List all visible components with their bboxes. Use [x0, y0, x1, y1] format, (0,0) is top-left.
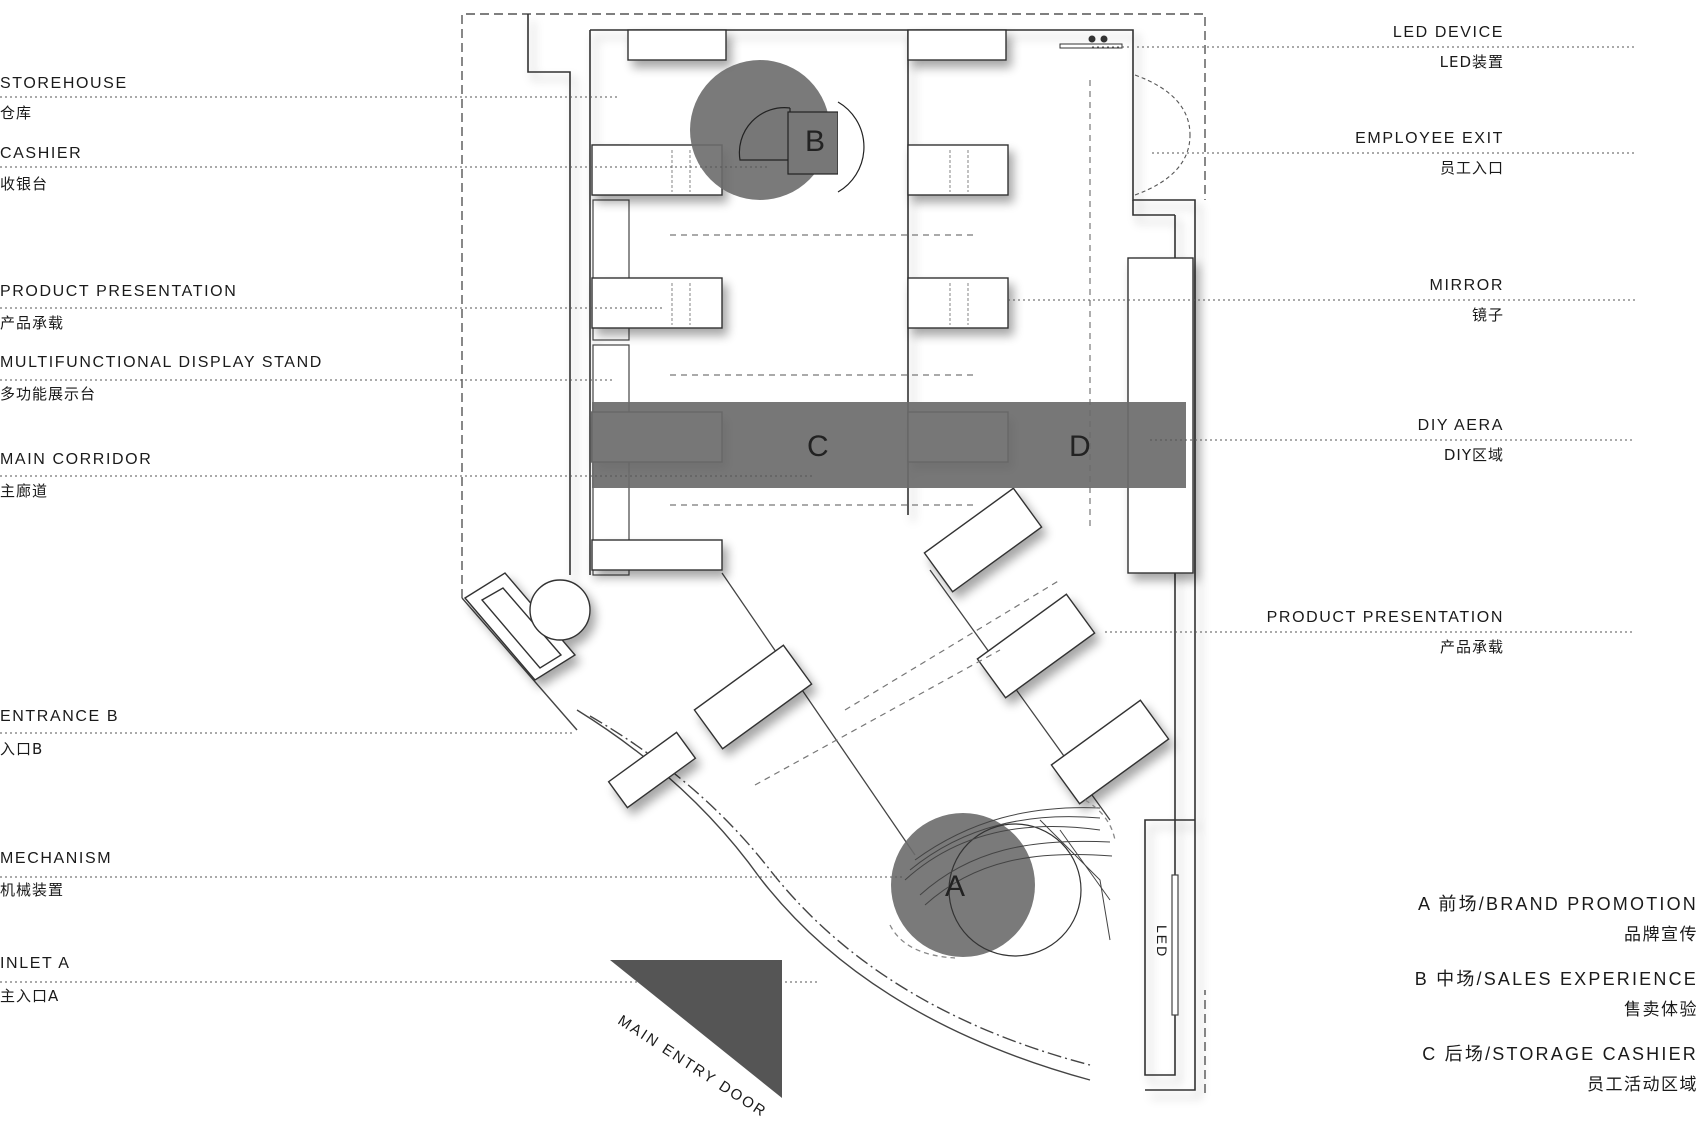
label-product-presentation: PRODUCT PRESENTATION: [0, 283, 238, 300]
zone-b: [690, 60, 865, 200]
zone-a: [891, 807, 1113, 957]
legend-a-zh: 品牌宣传: [1624, 925, 1698, 945]
label-led-device: LED DEVICE: [1392, 24, 1504, 41]
storehouse-shelves: [592, 144, 630, 576]
label-inlet-a-zh: 主入口A: [0, 987, 60, 1005]
label-storehouse: STOREHOUSE: [0, 75, 128, 92]
main-corridor-band: [592, 402, 1186, 488]
label-led-device-zh: LED装置: [1439, 53, 1504, 71]
label-main-corridor-zh: 主廊道: [0, 482, 49, 500]
label-multifunctional-display-stand: MULTIFUNCTIONAL DISPLAY STAND: [0, 354, 323, 371]
legend-c: C 后场/STORAGE CASHIER: [1422, 1044, 1698, 1064]
legend-a: A 前场/BRAND PROMOTION: [1417, 894, 1698, 914]
legend-c-zh: 员工活动区域: [1587, 1075, 1698, 1095]
zone-label-b: B: [805, 125, 826, 158]
site-boundary: [461, 13, 1206, 1093]
mechanism-sketch: [904, 807, 1113, 941]
label-multifunctional-display-stand-zh: 多功能展示台: [0, 385, 97, 403]
rotation-arrows: [889, 799, 1116, 959]
table-products: [671, 150, 969, 325]
label-storehouse-zh: 仓库: [0, 104, 33, 122]
label-diy-area: DIY AERA: [1417, 417, 1504, 434]
led-wall-label: LED: [1154, 925, 1170, 959]
zone-label-a: A: [945, 870, 966, 903]
entry-arrow: [610, 960, 782, 1098]
label-mechanism-zh: 机械装置: [0, 881, 65, 899]
legend-b-zh: 售卖体验: [1624, 1000, 1698, 1020]
label-product-presentation-right-zh: 产品承载: [1439, 638, 1504, 656]
label-diy-area-zh: DIY区域: [1443, 446, 1504, 464]
label-inlet-a: INLET A: [0, 955, 71, 972]
legend-b: B 中场/SALES EXPERIENCE: [1414, 969, 1698, 989]
walls: [527, 14, 1196, 1091]
label-employee-exit-zh: 员工入口: [1439, 159, 1504, 177]
led-wall-strip: [1171, 874, 1179, 1016]
label-product-presentation-right: PRODUCT PRESENTATION: [1266, 609, 1504, 626]
label-product-presentation-zh: 产品承载: [0, 314, 65, 332]
entrance-b-kiosk: [463, 572, 591, 681]
label-cashier-zh: 收银台: [0, 175, 49, 193]
leader-lines: [0, 46, 1635, 983]
zone-label-c: C: [807, 430, 829, 463]
label-entrance-b-zh: 入口B: [0, 740, 44, 758]
label-entrance-b: ENTRANCE B: [0, 708, 120, 725]
employee-exit-door: [1134, 74, 1191, 196]
label-mechanism: MECHANISM: [0, 850, 113, 867]
label-mirror: MIRROR: [1429, 277, 1504, 294]
label-employee-exit: EMPLOYEE EXIT: [1355, 130, 1504, 147]
label-main-corridor: MAIN CORRIDOR: [0, 451, 153, 468]
zone-label-d: D: [1069, 430, 1091, 463]
label-cashier: CASHIER: [0, 145, 83, 162]
label-mirror-zh: 镜子: [1471, 306, 1504, 324]
led-device: [1059, 35, 1123, 49]
